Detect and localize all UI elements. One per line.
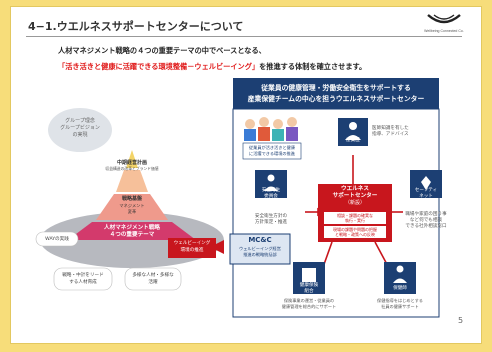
core-line1: 人材マネジメント戦略 [104, 225, 160, 231]
philosophy-line1: グループ理念 [65, 118, 95, 124]
health-union-label-line2: 組合 [304, 289, 314, 294]
center-box1-line2: 執行・実行 [345, 218, 365, 223]
talent-dev-line1: 戦略・中計をリード [62, 273, 104, 278]
center-inner-box-1 [324, 212, 386, 224]
way-label: WAYの実践 [45, 237, 69, 242]
employees-label-line2: に活躍できる環境の推進 [249, 151, 295, 156]
wellbeing-tag [168, 238, 216, 258]
safetynet-label-line2: ネット [419, 194, 433, 199]
wellbeing-tag-line1: ウェルビーイング [173, 241, 211, 246]
pyramid-plan-layer [116, 170, 148, 192]
center-box1-line1: 相談・課題の確実な [337, 213, 373, 218]
lead-rest: を推進する体制を確立させます。 [259, 62, 367, 71]
nurse-label: 保健師 [393, 286, 407, 291]
doctor-desc-line1: 医師知識を有した [372, 126, 409, 131]
talent-dev-box [53, 267, 113, 291]
mcc-desc-line1: ウェルビーイング経営 [239, 246, 281, 251]
safetynet-desc-line2: など何でも相談 [409, 218, 443, 223]
nurse-desc-line2: 社員の健康サポート [381, 304, 419, 309]
vision-circle [48, 108, 112, 152]
strategy-line1: 戦略基盤 [121, 196, 142, 202]
company-logo: Wellbeing Connected Co. [420, 11, 468, 37]
safetynet-label-line1: セーフティ [414, 188, 438, 193]
diversity-line1: 多様な人材・多様な [132, 273, 174, 278]
wellness-header-line1: 従業員の健康管理・労働安全衛生をサポートする [261, 84, 411, 92]
center-inner-box-2 [324, 226, 386, 238]
safety-committee-label-line1: 安全衛生 [261, 188, 281, 193]
lead-highlight: 「活き活きと健康に活躍できる環境整備－ウェルビーイング」 [58, 62, 260, 71]
mcc-arrow [216, 240, 224, 254]
center-title-line1: ウエルネス [341, 186, 369, 192]
wellness-header-line2: 産業保健チームの中心を担うウエルネスサポートセンター [247, 95, 425, 103]
mcc-box [229, 233, 291, 265]
wellness-panel-header [233, 78, 439, 109]
plan-line1: 中期経営計画 [116, 160, 147, 166]
diversity-box [124, 267, 182, 291]
mcc-desc-line2: 推進の戦略統括部 [243, 252, 277, 257]
logo-text: Wellbeing Connected Co. [424, 29, 464, 33]
center-box2-line2: と戦略・政策への反映 [335, 232, 375, 237]
safetynet-desc-line1: 職場や家庭の困り事 [405, 212, 447, 217]
doctor-desc-line2: 指導、アドバイス [372, 132, 409, 137]
strategy-line3: 変革 [127, 209, 137, 214]
wellbeing-tag-line2: 環境の推進 [180, 248, 204, 253]
plan-line2: 収益構造の改革とブランド価値 [105, 166, 159, 171]
page-title: 4−1.ウエルネスサポートセンターについて [28, 20, 244, 33]
nurse-desc-line1: 保健指導をはじめとする [377, 298, 423, 303]
employees-label-line1: 従業員が活き活きと健康 [248, 145, 296, 150]
safety-committee-desc-line1: 安全衛生方針の [254, 214, 288, 219]
center-title-line2: サポートセンター [332, 193, 378, 199]
doctor-label: 産業医 [346, 138, 360, 143]
safety-committee-desc-line2: 方針策定・推進 [254, 220, 288, 225]
health-union-desc-line1: 保険事業の運営・従業員の [283, 298, 335, 303]
lead-text-line1: 人材マネジメント戦略の４つの重要テーマの中でベースとなる、 [58, 46, 266, 55]
center-title-line3: （新設） [344, 200, 365, 206]
center-box2-line1: 現場の課題や問題の把握 [333, 227, 377, 232]
employees-label-box [242, 142, 302, 160]
mcc-title: MC&C [248, 236, 272, 244]
pyramid-philosophy-layer [126, 150, 138, 168]
title-divider [26, 36, 462, 37]
diversity-line2: 活躍 [148, 280, 158, 285]
safety-committee-label-line2: 委員会 [264, 194, 278, 199]
lead-text-line2: 「活き活きと健康に活躍できる環境整備－ウェルビーイング」を推進する体制を確立させ… [58, 62, 366, 72]
safetynet-desc-line3: できる社外相談窓口 [405, 224, 447, 229]
health-union-desc-line2: 健康管理を総合的にサポート [281, 304, 337, 309]
pyramid-strategy-layer [96, 194, 168, 220]
way-box [35, 231, 79, 247]
philosophy-line3: の実現 [72, 132, 88, 138]
employees-illustration [244, 117, 298, 141]
pyramid-core-layer [68, 222, 196, 240]
page-number: 5 [458, 316, 464, 325]
core-line2: ４つの重要テーマ [109, 232, 155, 238]
strategy-line2: マネジメント [119, 203, 145, 208]
philosophy-line2: グループビジョン [60, 125, 100, 131]
talent-dev-line2: する人材育成 [69, 280, 97, 285]
health-union-label-line1: 健康保険 [299, 283, 319, 288]
